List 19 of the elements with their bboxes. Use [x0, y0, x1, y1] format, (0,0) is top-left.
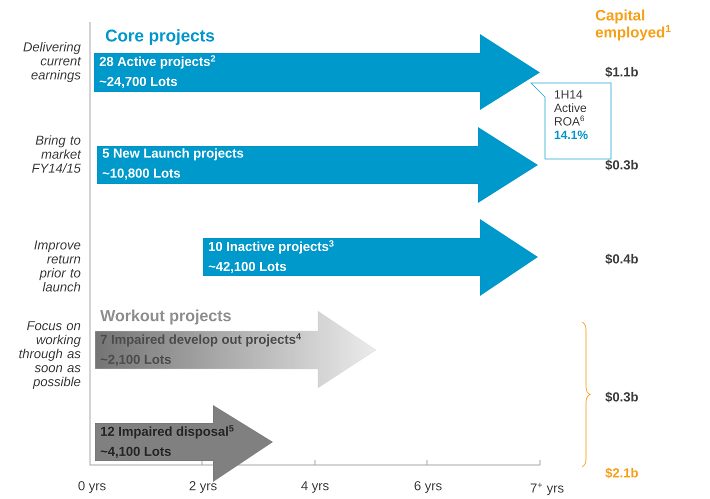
tick-label: 0 yrs — [78, 481, 106, 493]
value-label: $0.3b — [605, 392, 638, 402]
tick-label: 4 yrs — [301, 481, 329, 493]
value-label: $0.4b — [605, 254, 638, 264]
value-label: $0.3b — [605, 160, 638, 170]
tick-label: 6 yrs — [414, 481, 442, 493]
row-label: Improve return prior to launch — [34, 240, 80, 292]
project-banner: 5 New Launch projects ~10,800 Lots — [97, 127, 538, 203]
column-heading: Capital employed$^{1}$ — [596, 10, 671, 40]
row-label: Focus on working through as soon as possible — [19, 321, 81, 389]
project-banner: 12 Impaired disposal$^{5}$ ~4,100 Lots — [95, 405, 273, 482]
project-banner: 10 Inactive projects$^{3}$ ~42,100 Lots — [203, 219, 538, 296]
tick-label: 2 yrs — [190, 481, 217, 493]
section-heading: Workout projects — [100, 310, 231, 324]
row-label: Delivering current earnings — [23, 42, 82, 82]
value-label: $1.1b — [605, 66, 638, 78]
tick-label: 7$^{+}$ yrs — [530, 482, 564, 496]
row-label: Bring to market FY14/15 — [32, 135, 82, 173]
total-label: $2.1b — [605, 468, 638, 478]
